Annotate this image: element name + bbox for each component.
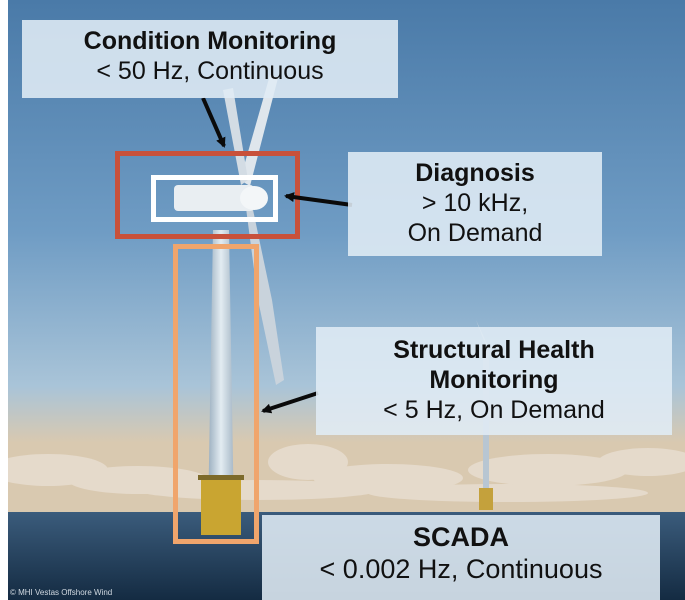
structural-health-title-1: Structural Health — [393, 336, 595, 364]
structural-health-sub: < 5 Hz, On Demand — [383, 396, 605, 424]
condition-monitoring-title: Condition Monitoring — [83, 27, 337, 55]
structural-health-label: Structural Health Monitoring < 5 Hz, On … — [316, 327, 672, 435]
photo-credit: © MHI Vestas Offshore Wind — [10, 588, 113, 597]
condition-monitoring-sub: < 50 Hz, Continuous — [96, 57, 324, 85]
condition-monitoring-label: Condition Monitoring < 50 Hz, Continuous — [22, 20, 398, 98]
diagnosis-frame — [151, 175, 278, 222]
scada-label: SCADA < 0.002 Hz, Continuous — [262, 515, 660, 600]
scada-sub: < 0.002 Hz, Continuous — [319, 554, 603, 585]
structural-health-frame — [173, 244, 259, 544]
scada-title: SCADA — [412, 522, 509, 552]
diagnosis-sub-2: On Demand — [407, 219, 543, 247]
diagnosis-label: Diagnosis > 10 kHz, On Demand — [348, 152, 602, 256]
structural-health-title-2: Monitoring — [429, 366, 559, 394]
diagnosis-sub-1: > 10 kHz, — [421, 189, 529, 217]
diagnosis-title: Diagnosis — [415, 159, 535, 187]
